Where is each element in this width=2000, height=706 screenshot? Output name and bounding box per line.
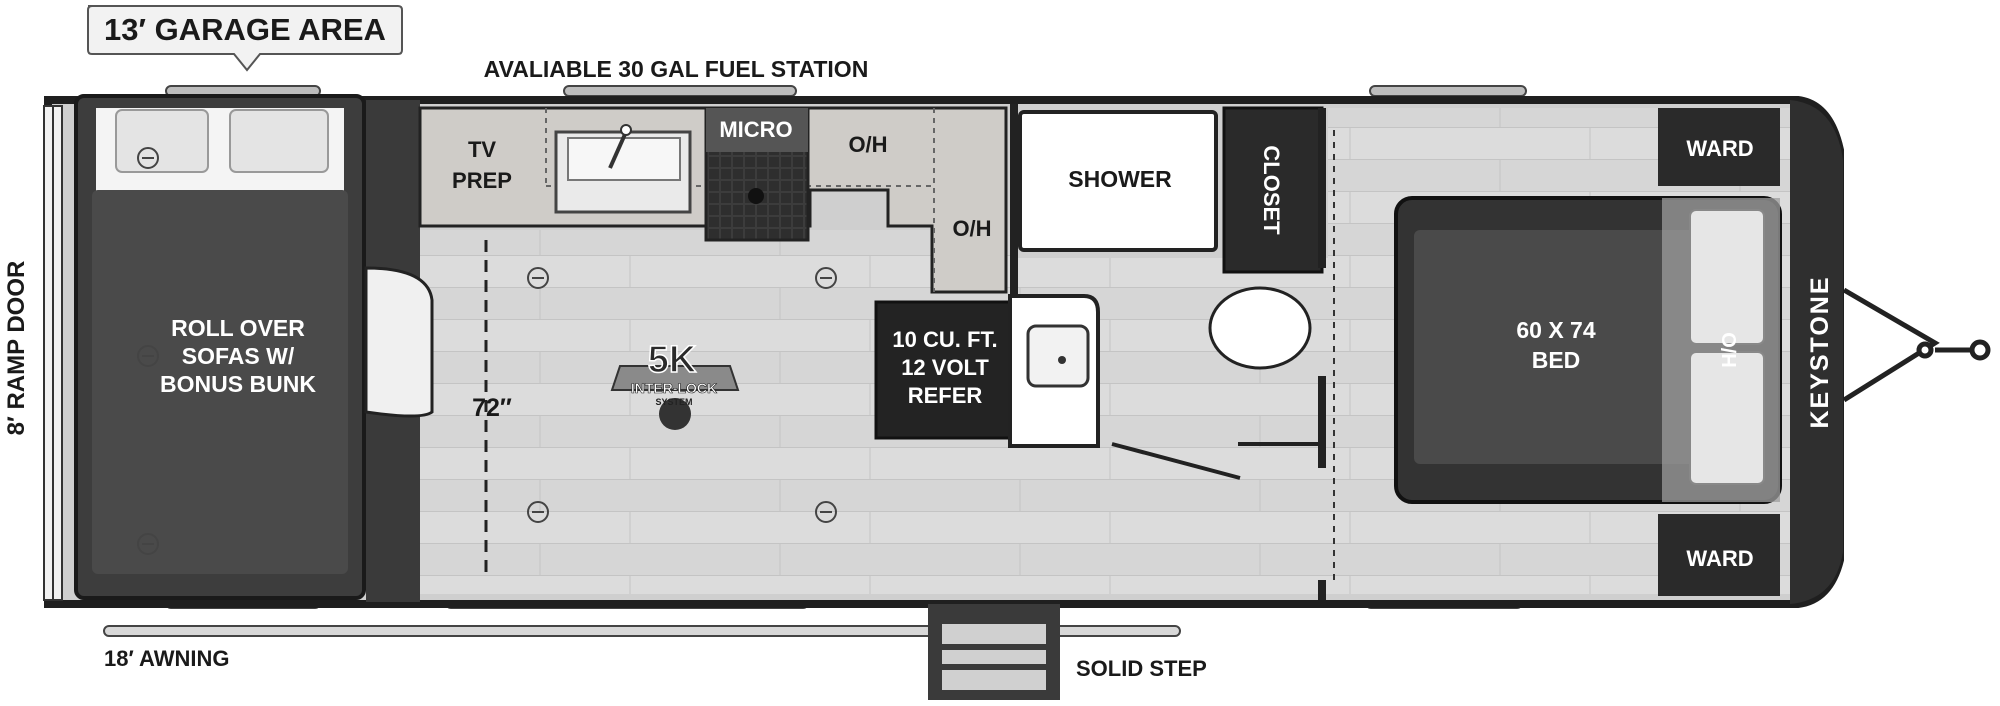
solid-step-label: SOLID STEP <box>1076 656 1207 681</box>
garage-sofas <box>74 94 366 600</box>
ceiling-height-label: 72″ <box>472 394 512 422</box>
kitchen-sink <box>554 124 692 214</box>
closet-label: CLOSET <box>1259 145 1284 235</box>
ward-bottom-label: WARD <box>1686 546 1753 571</box>
refer-line2: 12 VOLT <box>901 355 989 380</box>
garage-area-label: 13′ GARAGE AREA <box>104 12 386 47</box>
refer-line3: REFER <box>908 383 983 408</box>
keystone-logo-text: KEYSTONE <box>1806 275 1834 428</box>
bed <box>1394 196 1782 504</box>
awning <box>103 625 1181 637</box>
awning-label: 18′ AWNING <box>104 646 229 671</box>
ceiling-vents <box>137 147 837 555</box>
hitch <box>1842 287 1991 403</box>
bath-door <box>1111 442 1320 480</box>
wardrobe-top <box>1658 108 1780 186</box>
refrigerator <box>874 300 1016 440</box>
front-cap <box>1790 100 1843 604</box>
ward-top-label: WARD <box>1686 136 1753 161</box>
refer-line1: 10 CU. FT. <box>892 327 997 352</box>
micro-label: MICRO <box>719 117 792 142</box>
bed-label: BED <box>1532 347 1581 373</box>
overhead-label-top: O/H <box>848 132 887 157</box>
bathroom-sink <box>1008 294 1100 448</box>
fuel-station-label: AVALIABLE 30 GAL FUEL STATION <box>484 56 869 82</box>
logo-system: SYSTEM <box>655 397 692 407</box>
tv-prep-line1: TV <box>468 137 496 162</box>
logo-interlock: INTER-LOCK <box>631 380 717 396</box>
ho-label: H/O <box>1719 332 1741 368</box>
bath-wall-left <box>1010 104 1018 294</box>
sofa-label-line2: SOFAS W/ <box>182 343 295 369</box>
bedroom-wall-top <box>1318 108 1326 268</box>
garage-area-callout: 13′ GARAGE AREA <box>87 5 403 72</box>
cooktop <box>704 106 810 242</box>
interlock-logo: 5K INTER-LOCK SYSTEM <box>610 338 740 430</box>
sofa-label-line1: ROLL OVER <box>171 315 305 341</box>
toilet <box>1208 286 1312 370</box>
shower <box>1018 110 1218 252</box>
bedroom-wall-bottom2 <box>1318 580 1326 600</box>
entry-step <box>928 604 1060 700</box>
shower-label: SHOWER <box>1068 166 1172 192</box>
wardrobe-bottom <box>1658 514 1780 596</box>
ramp-door-label: 8′ RAMP DOOR <box>3 261 30 436</box>
sofa-label-line3: BONUS BUNK <box>160 371 316 397</box>
logo-5k: 5K <box>648 339 697 381</box>
bedroom-wall-bottom <box>1318 376 1326 468</box>
tv-prep-line2: PREP <box>452 168 512 193</box>
ramp-door <box>43 105 63 601</box>
bed-size-label: 60 X 74 <box>1516 317 1595 343</box>
overhead-label-side: O/H <box>952 216 991 241</box>
garage-door-swing <box>364 266 434 418</box>
